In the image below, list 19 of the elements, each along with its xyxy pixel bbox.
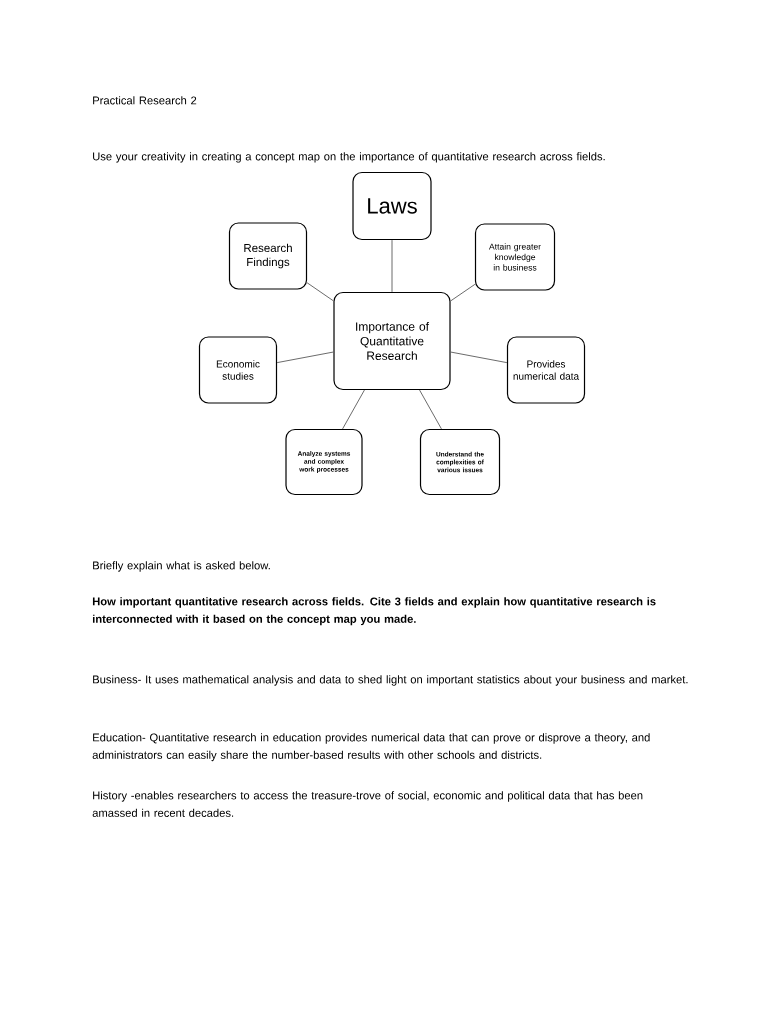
connector-line: [276, 351, 334, 364]
connector-line: [450, 283, 476, 302]
concept-box: Provides numerical data: [506, 336, 586, 404]
question-text: How important quantitative research across fields. Cite 3 fields and explain how quantitative research is interconnected with it based on the concept map you made.: [92, 597, 656, 626]
concept-box: Research Findings: [228, 222, 308, 290]
concept-box: Laws: [352, 171, 432, 241]
page-title: Practical Research 2: [93, 96, 197, 105]
connector-line: [391, 239, 393, 293]
connector-line: [450, 351, 508, 364]
concept-box: Economic studies: [198, 336, 278, 404]
answer-paragraph: Education- Quantitative research in education provides numerical data that can prove or disprove a theory, and administrators can easily share the number-based results with other schools and districts.: [92, 733, 650, 762]
connector-line: [342, 389, 365, 430]
concept-box: Importance of Quantitative Research: [333, 291, 451, 391]
answer-paragraph: Business- It uses mathematical analysis and data to shed light on important statistics about your business and market.: [93, 675, 688, 686]
connector-line: [419, 389, 442, 430]
concept-box: Attain greater knowledge in business: [474, 223, 556, 291]
connector-line: [306, 282, 334, 302]
instruction-text: Briefly explain what is asked below.: [93, 561, 270, 572]
answer-paragraph: History -enables researchers to access the treasure-trove of social, economic and political data that has been amassed in recent decades.: [92, 791, 643, 817]
